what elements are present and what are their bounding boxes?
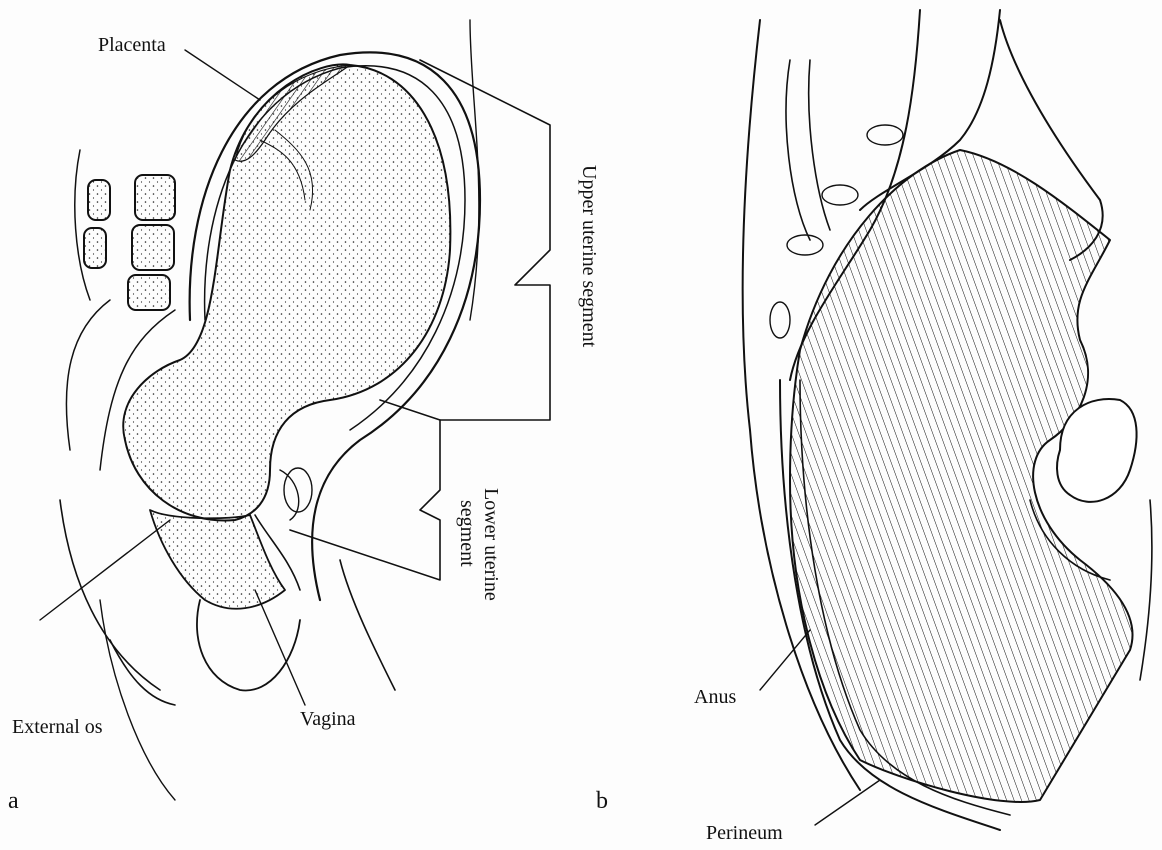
upper-uterine-segment-label: Upper uterine segment (577, 165, 600, 347)
external-os-leader (40, 520, 170, 620)
panel-b-letter: b (596, 788, 608, 815)
lower-uterine-segment-label-line2: segment (455, 500, 478, 567)
perineum-leader (815, 780, 880, 825)
panel-b-drawing (743, 10, 1152, 830)
cervix (150, 510, 285, 609)
vagina-leader (255, 590, 305, 705)
perineum-label: Perineum (706, 822, 783, 845)
external-os-label: External os (12, 716, 103, 739)
vagina-label: Vagina (300, 708, 356, 731)
anus-label: Anus (694, 686, 736, 709)
lower-uterine-segment-label-line1: Lower uterine (479, 488, 502, 601)
uterus (123, 64, 450, 520)
panel-a-drawing (40, 20, 550, 800)
placenta-label: Placenta (98, 34, 166, 57)
placenta-leader (185, 50, 260, 100)
anus-leader (760, 630, 810, 690)
panel-a-letter: a (8, 788, 19, 815)
